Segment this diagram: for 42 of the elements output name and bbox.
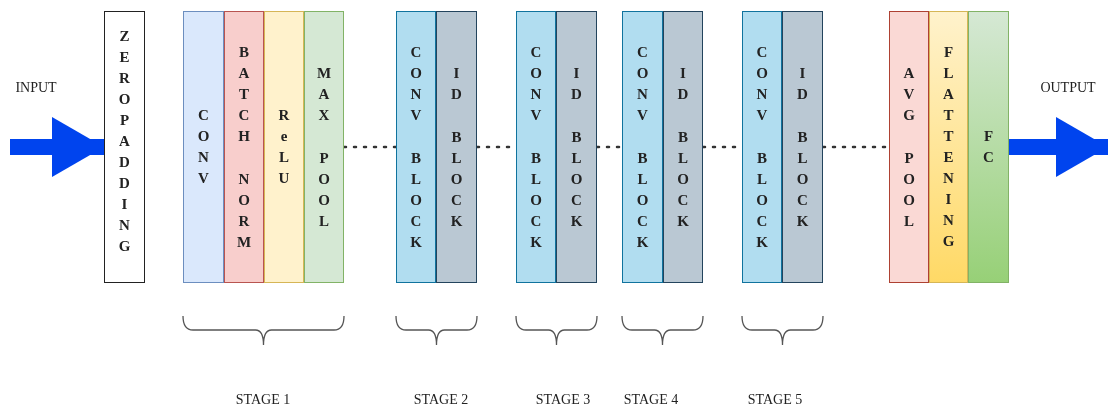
layer-label: ID BLOCK <box>795 63 810 231</box>
layer-label: CONV BLOCK <box>755 42 769 252</box>
block-arrow <box>10 117 104 177</box>
layer-label: FC <box>982 127 995 167</box>
stage-label: STAGE 1 <box>235 392 291 408</box>
layer-box <box>968 11 1009 283</box>
layer-label: ReLU <box>277 106 291 188</box>
layer-box <box>304 11 344 283</box>
layer-box <box>742 11 782 283</box>
stage-label: STAGE 3 <box>535 392 591 408</box>
layer-label: CONV BLOCK <box>409 42 423 252</box>
layer-label: ID BLOCK <box>676 63 690 231</box>
dotted-connector <box>342 145 398 149</box>
layer-box <box>782 11 823 283</box>
layer-box <box>622 11 663 283</box>
layer-label: CONV BLOCK <box>635 42 650 252</box>
layer-label: BATCH NORM <box>236 42 252 252</box>
layer-label: ID BLOCK <box>569 63 584 231</box>
layer-box <box>264 11 304 283</box>
layer-label: AVG POOL <box>902 63 916 231</box>
stage-label: STAGE 5 <box>747 392 803 408</box>
block-arrow <box>1009 117 1108 177</box>
layer-box <box>556 11 597 283</box>
layer-box <box>663 11 703 283</box>
layer-box <box>104 11 145 283</box>
io-label: INPUT <box>15 80 57 96</box>
layer-label: CONV <box>196 106 211 188</box>
layer-label: CONV BLOCK <box>529 42 543 252</box>
io-label: OUTPUT <box>1040 80 1096 96</box>
layer-box <box>224 11 264 283</box>
layer-label: ID BLOCK <box>449 63 464 231</box>
layer-box <box>516 11 556 283</box>
stage-label: STAGE 2 <box>413 392 469 408</box>
stage-label: STAGE 4 <box>623 392 679 408</box>
layer-label: FLATTENING <box>941 43 956 251</box>
layer-box <box>929 11 968 283</box>
layer-box <box>889 11 929 283</box>
layer-box <box>436 11 477 283</box>
layer-box <box>396 11 436 283</box>
layer-label: MAX POOL <box>316 63 332 231</box>
layer-label: ZEROPADDING <box>117 27 132 256</box>
layer-box <box>183 11 224 283</box>
